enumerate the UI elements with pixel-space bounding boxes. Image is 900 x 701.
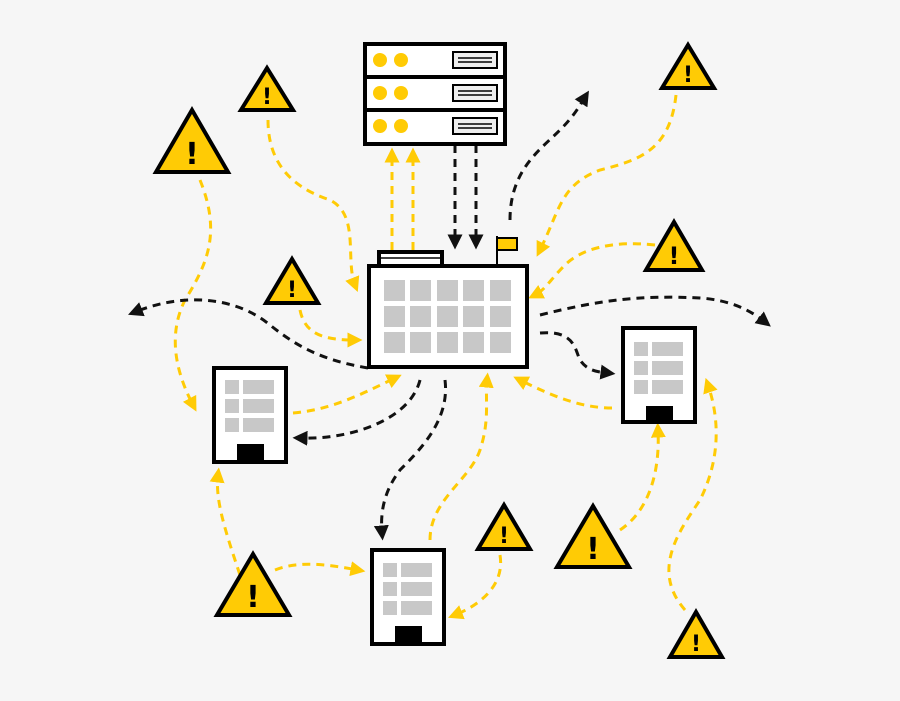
svg-text:!: ! <box>246 580 260 615</box>
data-flow-links <box>128 90 771 541</box>
svg-text:!: ! <box>262 85 272 110</box>
warning-icon: ! <box>262 255 322 305</box>
svg-text:!: ! <box>499 524 509 549</box>
branch-building-right <box>621 326 697 424</box>
server-rack <box>363 42 507 146</box>
warning-icon: ! <box>152 106 232 174</box>
svg-text:!: ! <box>185 137 199 172</box>
server-unit-1 <box>373 51 498 69</box>
headquarters-building <box>367 236 529 369</box>
svg-text:!: ! <box>683 63 693 88</box>
svg-text:!: ! <box>669 242 680 270</box>
branch-building-bottom <box>370 548 446 646</box>
warning-icon: ! <box>642 218 706 272</box>
svg-text:!: ! <box>586 532 600 567</box>
svg-text:!: ! <box>287 278 297 303</box>
warning-icon: ! <box>237 64 297 112</box>
flag-icon <box>496 237 518 251</box>
warning-icon: ! <box>666 608 726 659</box>
server-unit-2 <box>373 84 498 102</box>
branch-building-left <box>212 366 288 464</box>
warning-icon: ! <box>213 550 293 617</box>
warning-icon: ! <box>474 501 534 551</box>
warning-signs: ! ! ! ! ! ! ! ! ! <box>152 41 726 659</box>
warning-icon: ! <box>553 502 633 569</box>
warning-icon: ! <box>658 41 718 90</box>
svg-text:!: ! <box>691 632 701 657</box>
server-unit-3 <box>373 117 498 135</box>
